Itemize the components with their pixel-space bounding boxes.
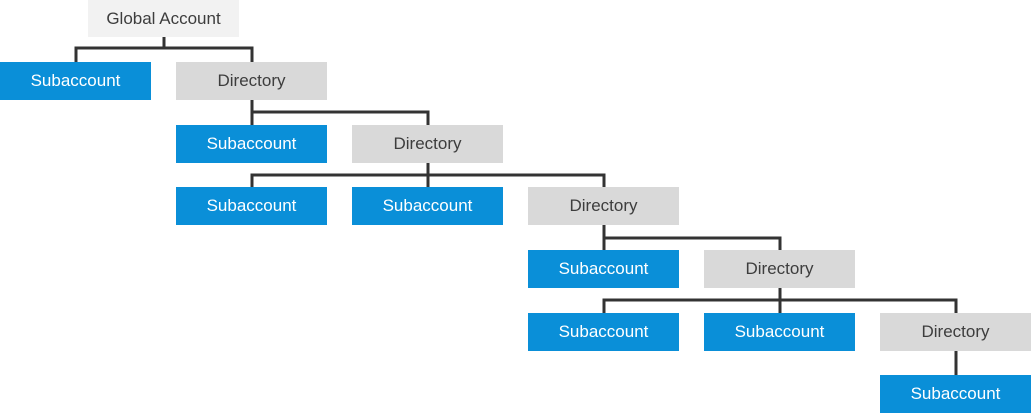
directory-node: Directory [880,313,1031,351]
global-account-node: Global Account [88,0,239,37]
subaccount-node: Subaccount [880,375,1031,413]
subaccount-node: Subaccount [528,250,679,288]
subaccount-node: Subaccount [352,187,503,225]
directory-node: Directory [176,62,327,100]
subaccount-node: Subaccount [176,125,327,163]
directory-node: Directory [352,125,503,163]
subaccount-node: Subaccount [704,313,855,351]
subaccount-node: Subaccount [0,62,151,100]
subaccount-node: Subaccount [176,187,327,225]
directory-node: Directory [704,250,855,288]
subaccount-node: Subaccount [528,313,679,351]
directory-node: Directory [528,187,679,225]
